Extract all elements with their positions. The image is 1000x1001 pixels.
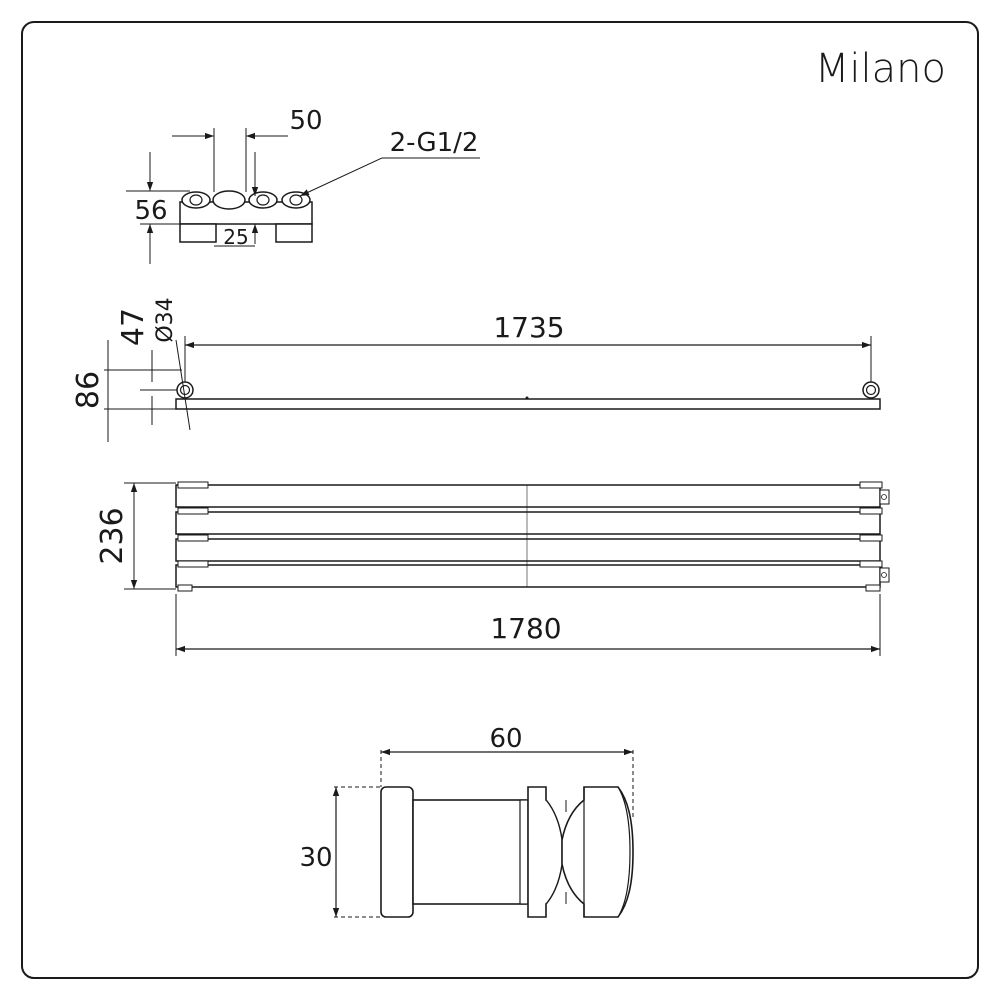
dim-height: 236 bbox=[95, 507, 130, 564]
drawing-frame bbox=[21, 21, 979, 979]
dim-connection: 2-G1/2 bbox=[390, 128, 479, 158]
dim-length: 1780 bbox=[490, 612, 561, 645]
dim-valve-height: 30 bbox=[299, 843, 332, 873]
dim-centres: 1735 bbox=[493, 311, 564, 344]
dim-bracket-height: 56 bbox=[134, 196, 167, 226]
top-view: 50 2-G1/2 56 25 bbox=[126, 106, 480, 264]
dim-pipe-height: 47 bbox=[116, 308, 151, 346]
brand-title: Milano bbox=[815, 46, 946, 92]
dim-pipe-spacing: 50 bbox=[289, 106, 322, 136]
dim-pipe-diameter: Ø34 bbox=[153, 297, 178, 342]
side-view: 1735 86 47 Ø34 bbox=[71, 297, 881, 442]
dim-wall-offset: 25 bbox=[223, 225, 248, 249]
front-view: 236 1780 bbox=[95, 481, 890, 656]
dim-valve-length: 60 bbox=[489, 724, 522, 754]
valve-detail: 60 30 bbox=[299, 724, 634, 918]
dim-depth: 86 bbox=[71, 371, 106, 409]
